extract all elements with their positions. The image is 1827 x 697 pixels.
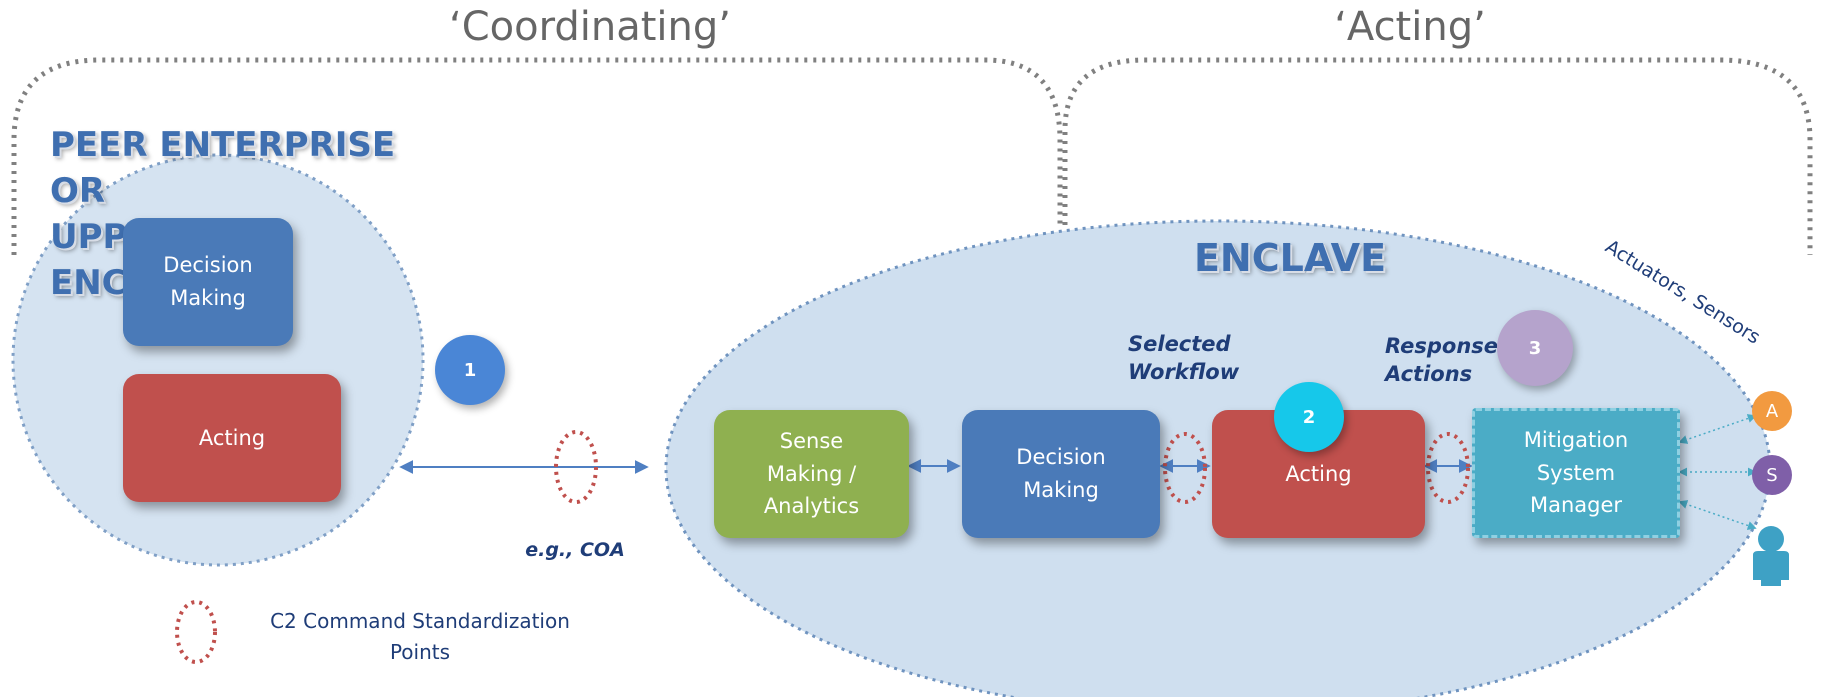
- standardization-point-acting-mitigation: [1426, 432, 1470, 504]
- enclave-title: ENCLAVE: [1193, 236, 1387, 280]
- standardization-point-decision-acting: [1163, 432, 1207, 504]
- mitigation-user-arrow: [1678, 500, 1757, 530]
- mitigation-system-manager-box[interactable]: Mitigation System Manager: [1472, 408, 1680, 538]
- enclave-decision-making-box[interactable]: Decision Making: [962, 410, 1160, 538]
- acting-label: ‘Acting’: [1334, 4, 1486, 50]
- step-2-badge: 2: [1274, 382, 1344, 452]
- step-3-badge: 3: [1497, 310, 1573, 386]
- mitigation-actuator-arrow: [1678, 414, 1757, 444]
- link-label: e.g., COA: [525, 539, 625, 561]
- actuator-icon: A: [1752, 391, 1792, 431]
- legend-label: C2 Command Standardization Points: [270, 609, 570, 664]
- standardization-point-link: [554, 430, 598, 504]
- peer-acting-box[interactable]: Acting: [123, 374, 341, 502]
- coordinating-label: ‘Coordinating’: [449, 4, 731, 50]
- peer-decision-making-box[interactable]: Decision Making: [123, 218, 293, 346]
- peer-title-line1: PEER ENTERPRISE OR: [50, 125, 396, 211]
- sensor-icon: S: [1752, 455, 1792, 495]
- sense-making-analytics-box[interactable]: Sense Making / Analytics: [714, 410, 909, 538]
- acting-bracket: [1062, 57, 1813, 255]
- selected-workflow-label: Selected Workflow: [1128, 332, 1240, 385]
- step-1-badge: 1: [435, 335, 505, 405]
- user-icon: [1753, 526, 1789, 586]
- legend-standardization-point-icon: [175, 600, 217, 664]
- response-actions-label: Response Actions: [1385, 334, 1499, 387]
